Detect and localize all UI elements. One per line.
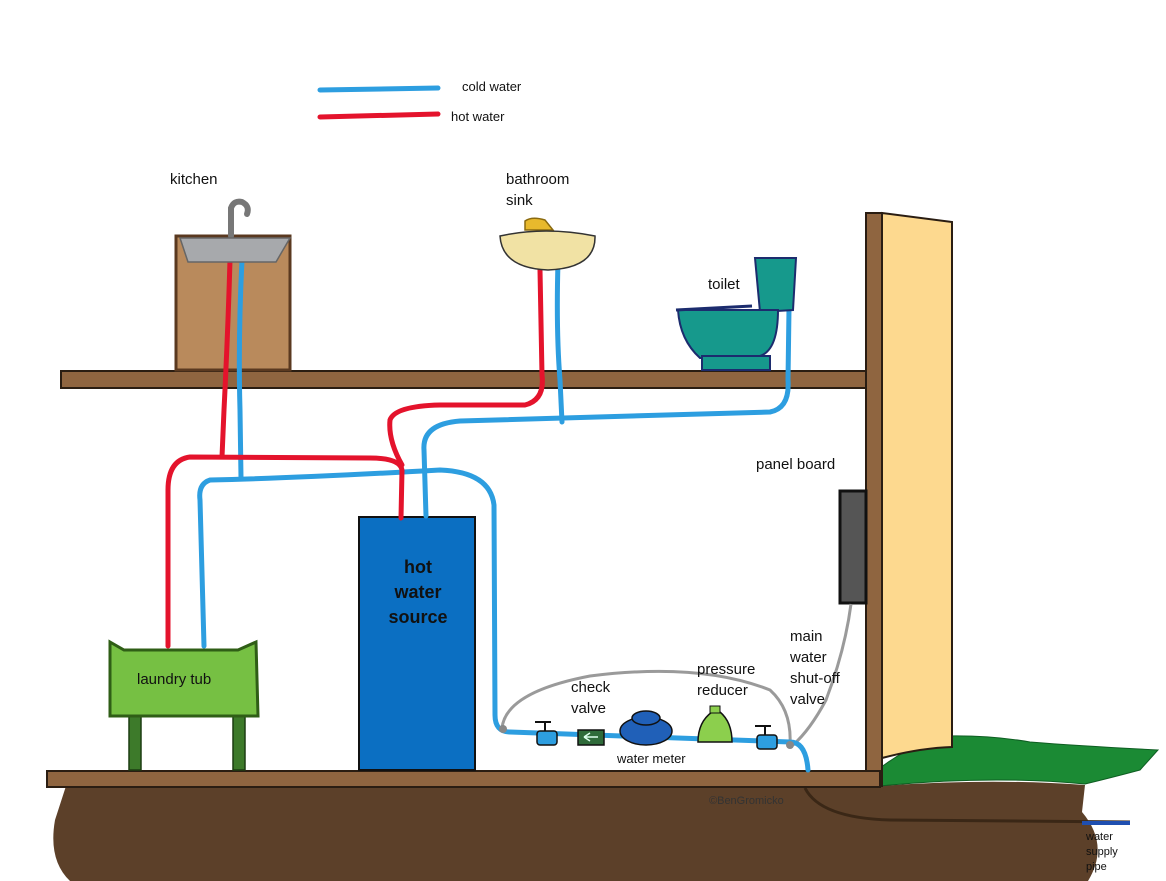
supply-pipe-underground: [803, 787, 1131, 824]
bypass-clamp-left: [499, 725, 507, 733]
legend-cold-label: cold water: [462, 79, 522, 94]
legend-hot-label: hot water: [451, 109, 505, 124]
soil: [53, 781, 1098, 881]
legend-hot-line: [317, 111, 441, 120]
check-valve-icon: [577, 729, 605, 746]
lower-floor: [46, 770, 881, 788]
toilet-label: toilet: [708, 276, 740, 293]
supply-valve-left-icon: [535, 721, 558, 746]
panel-board: [838, 489, 868, 605]
laundry-tub-label: laundry tub: [137, 671, 212, 688]
water-meter-icon: [619, 710, 673, 746]
exterior-wall: [881, 211, 953, 760]
electrical-wire: [792, 603, 853, 747]
water-meter-label: water meter: [617, 751, 686, 766]
cold-tank-riser: [421, 306, 792, 519]
hot-kitchen-branch: [219, 257, 233, 460]
kitchen-label: kitchen: [170, 171, 218, 188]
kitchen-faucet-icon: [228, 198, 251, 239]
panel-board-label: panel board: [756, 456, 836, 473]
wall-beam: [865, 212, 883, 787]
main-shutoff-label: main water shut-off valve: [790, 628, 840, 708]
hot-water-tank: [358, 516, 476, 771]
copyright-credit: ©BenGromicko: [709, 795, 784, 807]
cold-bathroom-branch: [554, 259, 565, 425]
toilet-icon: [675, 257, 798, 371]
kitchen-sink-icon: [178, 237, 292, 263]
laundry-tub-icon: [108, 639, 260, 771]
hot-bathroom-branch: [387, 267, 545, 468]
pressure-reducer-icon: [697, 705, 733, 743]
bathroom-faucet-icon: [524, 217, 555, 231]
bathroom-sink-icon: [499, 230, 596, 271]
main-shutoff-valve-icon: [755, 725, 778, 750]
bypass-jumper-wire: [500, 669, 792, 746]
bypass-clamp-right: [786, 741, 794, 749]
legend-cold-line: [317, 85, 441, 93]
cold-kitchen-branch: [236, 257, 245, 481]
cold-main-line: [197, 467, 811, 773]
upper-floor: [60, 370, 867, 389]
hot-water-source-label: hot water source: [388, 557, 448, 627]
